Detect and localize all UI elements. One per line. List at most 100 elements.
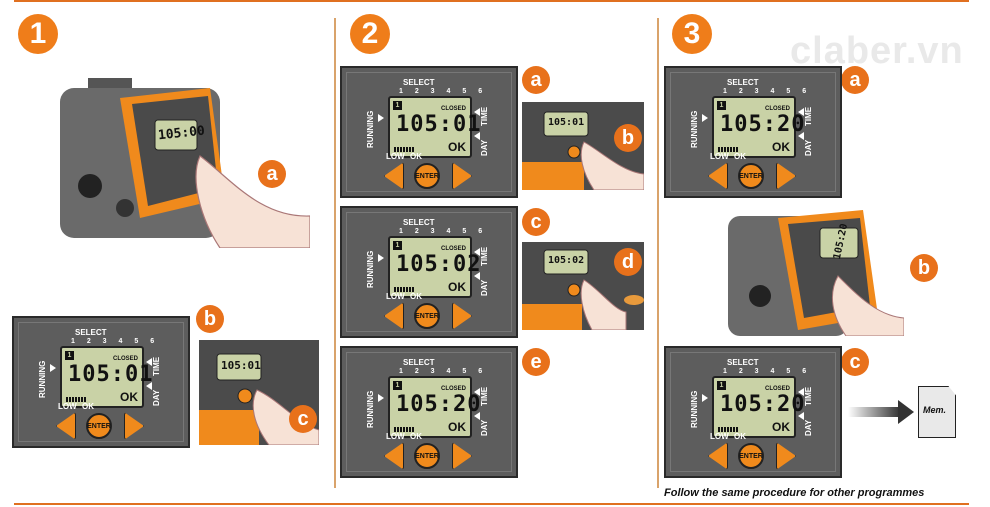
time-pointer-icon: [474, 248, 480, 256]
separator-2: [657, 18, 659, 488]
closed-indicator: CLOSED: [440, 386, 466, 392]
lcd-time: 105:20: [396, 392, 482, 417]
program-numbers: 1 2 3 4 5 6: [723, 368, 812, 375]
panel-step2-c: SELECT 1 2 3 4 5 6 1 CLOSED 105:02 OK RU…: [340, 206, 518, 338]
time-pointer-icon: [474, 388, 480, 396]
label-step3-a: a: [841, 66, 869, 94]
enter-button[interactable]: ENTER: [414, 303, 440, 329]
photo-step2-d: 105:02: [522, 242, 644, 330]
day-label: DAY: [804, 139, 813, 156]
panel-step2-a: SELECT 1 2 3 4 5 6 1 CLOSED 105:01 OK RU…: [340, 66, 518, 198]
time-pointer-icon: [798, 108, 804, 116]
program-numbers: 1 2 3 4 5 6: [723, 88, 812, 95]
program-indicator: 1: [393, 241, 402, 250]
panel-step3-c: SELECT 1 2 3 4 5 6 1 CLOSED 105:20 OK RU…: [664, 346, 842, 478]
enter-button[interactable]: ENTER: [738, 163, 764, 189]
label-step2-b: b: [614, 124, 642, 152]
program-indicator: 1: [393, 381, 402, 390]
low-ok-label: OK: [410, 432, 422, 441]
label-step1-c: c: [289, 405, 317, 433]
low-label: LOW: [386, 152, 405, 161]
closed-indicator: CLOSED: [764, 386, 790, 392]
program-indicator: 1: [393, 101, 402, 110]
closed-indicator: CLOSED: [764, 106, 790, 112]
label-step1-b: b: [196, 305, 224, 333]
running-pointer-icon: [378, 114, 384, 122]
battery-icon: [394, 427, 414, 432]
photo-step3-b: 105:20: [728, 206, 904, 336]
battery-icon: [718, 147, 738, 152]
ok-indicator: OK: [120, 390, 138, 404]
panel-step2-e: SELECT 1 2 3 4 5 6 1 CLOSED 105:20 OK RU…: [340, 346, 518, 478]
low-ok-label: OK: [734, 432, 746, 441]
day-pointer-icon: [474, 272, 480, 280]
enter-button[interactable]: ENTER: [414, 443, 440, 469]
closed-indicator: CLOSED: [112, 356, 138, 362]
select-label: SELECT: [727, 358, 759, 367]
select-label: SELECT: [727, 78, 759, 87]
select-label: SELECT: [403, 358, 435, 367]
battery-icon: [394, 147, 414, 152]
select-label: SELECT: [403, 78, 435, 87]
running-label: RUNNING: [690, 110, 699, 148]
ok-indicator: OK: [448, 140, 466, 154]
photo-step1-a: 105:00: [60, 58, 310, 248]
lcd-display: 1 CLOSED 105:01 OK: [388, 96, 480, 158]
low-ok-label: OK: [734, 152, 746, 161]
low-ok-label: OK: [82, 402, 94, 411]
lcd-time: 105:01: [396, 112, 482, 137]
label-step3-b: b: [910, 254, 938, 282]
time-pointer-icon: [798, 388, 804, 396]
day-label: DAY: [480, 279, 489, 296]
day-label: DAY: [480, 139, 489, 156]
time-pointer-icon: [474, 108, 480, 116]
battery-icon: [718, 427, 738, 432]
lcd-display: 1 CLOSED 105:20 OK: [388, 376, 480, 438]
program-numbers: 1 2 3 4 5 6: [399, 368, 488, 375]
step-2-badge: 2: [350, 14, 390, 54]
time-label: TIME: [804, 106, 813, 126]
program-numbers: 1 2 3 4 5 6: [399, 228, 488, 235]
running-pointer-icon: [702, 114, 708, 122]
day-label: DAY: [152, 389, 161, 406]
low-label: LOW: [386, 292, 405, 301]
running-label: RUNNING: [366, 390, 375, 428]
memory-label: Mem.: [923, 405, 947, 415]
program-indicator: 1: [717, 381, 726, 390]
panel-step3-a: SELECT 1 2 3 4 5 6 1 CLOSED 105:20 OK RU…: [664, 66, 842, 198]
low-label: LOW: [710, 152, 729, 161]
panel-step1-b: SELECT 1 2 3 4 5 6 1 CLOSED 105:01 OK RU…: [12, 316, 190, 448]
running-pointer-icon: [50, 364, 56, 372]
running-label: RUNNING: [690, 390, 699, 428]
lcd-time: 105:01: [68, 362, 154, 387]
battery-icon: [394, 287, 414, 292]
running-label: RUNNING: [366, 250, 375, 288]
time-label: TIME: [804, 386, 813, 406]
enter-button[interactable]: ENTER: [414, 163, 440, 189]
label-step1-a: a: [258, 160, 286, 188]
lcd-time: 105:02: [396, 252, 482, 277]
arrow-right-icon: [848, 400, 914, 424]
photo-step2-b: 105:01: [522, 102, 644, 190]
photo-step1-c: 105:01: [199, 340, 319, 445]
low-ok-label: OK: [410, 152, 422, 161]
ok-indicator: OK: [448, 420, 466, 434]
low-ok-label: OK: [410, 292, 422, 301]
day-pointer-icon: [146, 382, 152, 390]
time-label: TIME: [480, 386, 489, 406]
lcd-time: 105:20: [720, 112, 806, 137]
select-label: SELECT: [75, 328, 107, 337]
photo-step1-c-lcd-time: 105:01: [221, 359, 261, 372]
ok-indicator: OK: [448, 280, 466, 294]
label-step3-c: c: [841, 348, 869, 376]
enter-button[interactable]: ENTER: [738, 443, 764, 469]
ok-indicator: OK: [772, 420, 790, 434]
program-indicator: 1: [717, 101, 726, 110]
running-pointer-icon: [378, 254, 384, 262]
top-rule: [14, 0, 969, 2]
low-label: LOW: [58, 402, 77, 411]
lcd-display: 1 CLOSED 105:02 OK: [388, 236, 480, 298]
program-numbers: 1 2 3 4 5 6: [399, 88, 488, 95]
enter-button[interactable]: ENTER: [86, 413, 112, 439]
closed-indicator: CLOSED: [440, 246, 466, 252]
